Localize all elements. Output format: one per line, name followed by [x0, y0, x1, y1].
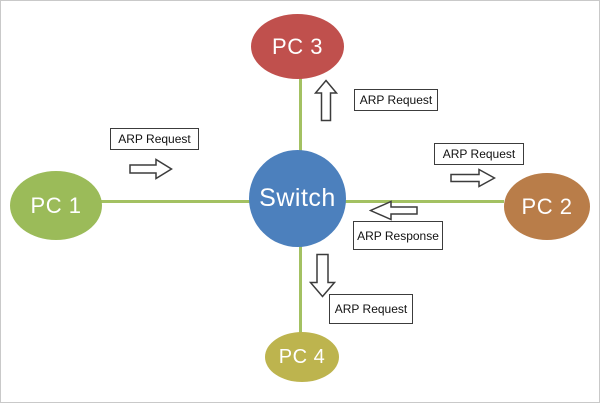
switch-node: Switch — [249, 150, 346, 247]
arrow-up-icon — [314, 79, 338, 122]
pc2-node: PC 2 — [504, 173, 590, 240]
pc4-node: PC 4 — [265, 332, 339, 382]
arrow-left-icon — [369, 200, 418, 221]
arrow-right-icon — [129, 158, 173, 180]
pc3-node: PC 3 — [251, 14, 344, 79]
pc1-node-label: PC 1 — [30, 192, 82, 218]
arp-request-label-pc1: ARP Request — [110, 128, 199, 150]
arp-response-label-pc2: ARP Response — [353, 221, 443, 250]
pc3-node-label: PC 3 — [272, 33, 323, 59]
switch-node-label: Switch — [259, 184, 336, 212]
arrow-right-icon — [450, 168, 496, 188]
pc2-node-label: PC 2 — [521, 193, 573, 219]
pc1-node: PC 1 — [10, 171, 102, 240]
arp-request-label-pc3: ARP Request — [354, 89, 438, 111]
arp-request-label-pc2: ARP Request — [434, 143, 524, 165]
arp-request-label-pc4: ARP Request — [329, 294, 413, 324]
arrow-down-icon — [309, 253, 336, 298]
pc4-node-label: PC 4 — [278, 345, 326, 368]
